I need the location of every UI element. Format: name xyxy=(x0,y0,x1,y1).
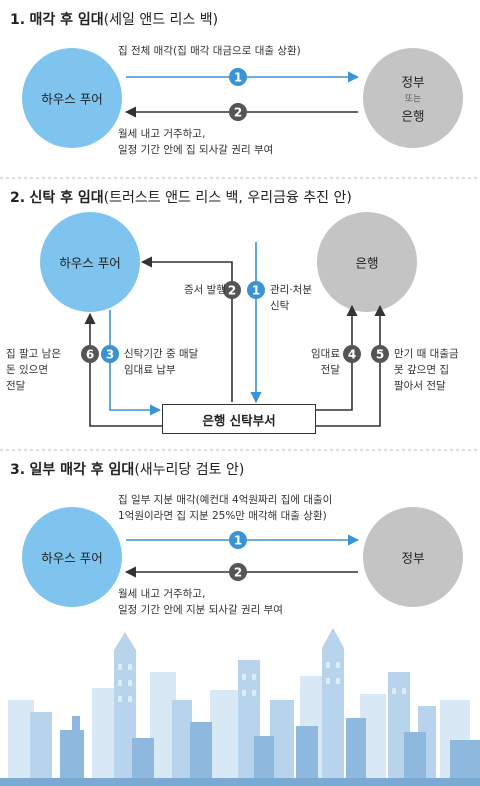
s1-title-bold: 매각 후 임대 xyxy=(29,12,104,28)
s1-gov-label: 정부 xyxy=(401,74,425,90)
s1-step-2-badge: 2 xyxy=(229,103,247,121)
s2-step-4-label-line2: 전달 xyxy=(320,364,340,376)
s2-bank-label: 은행 xyxy=(355,255,379,271)
s2-step-4-label-line1: 임대료 xyxy=(311,348,340,360)
s2-step-5-label-line1: 만기 때 대출금 xyxy=(394,348,459,360)
svg-text:2: 2 xyxy=(234,566,242,580)
s2-step-4-badge: 4 xyxy=(343,345,361,363)
svg-text:4: 4 xyxy=(348,348,356,362)
svg-text:3: 3 xyxy=(106,348,114,362)
s3-step-1-label-line1: 집 일부 지분 매각(예컨대 4억원짜리 집에 대출이 xyxy=(118,494,333,506)
s1-house-poor-node xyxy=(22,48,122,148)
s3-step-2-badge: 2 xyxy=(229,563,247,581)
s2-trust-department-box: 은행 신탁부서 xyxy=(162,404,316,434)
s3-title: 3. 일부 매각 후 임대(새누리당 검토 안) xyxy=(10,462,244,480)
s2-step-1-label-line1: 관리·처분 xyxy=(270,284,312,296)
svg-text:1: 1 xyxy=(234,71,242,85)
s2-step-5-label-line3: 팔아서 전달 xyxy=(394,380,446,392)
s1-or-label: 또는 xyxy=(404,94,422,105)
s1-gov-bank-node xyxy=(363,48,463,148)
s2-arrow-3 xyxy=(109,310,162,416)
s3-title-number: 3. xyxy=(10,462,26,478)
s1-title: 1. 매각 후 임대(세일 앤드 리스 백) xyxy=(10,12,218,30)
s3-title-bold: 일부 매각 후 임대 xyxy=(29,462,135,478)
svg-text:6: 6 xyxy=(86,348,94,362)
svg-text:1: 1 xyxy=(252,284,260,298)
s2-step-5-label-line2: 못 갚으면 집 xyxy=(394,364,449,376)
s2-step-3-label-line1: 신탁기간 중 매달 xyxy=(124,348,199,360)
s3-step-2-label-line2: 일정 기간 안에 지분 되사갈 권리 부여 xyxy=(118,604,283,616)
s2-arrow-2 xyxy=(140,256,233,402)
s2-title: 2. 신탁 후 임대(트러스트 앤드 리스 백, 우리금융 추진 안) xyxy=(10,190,352,208)
s1-step-1-badge: 1 xyxy=(229,68,247,86)
s2-step-2-badge: 2 xyxy=(223,281,241,299)
s3-step-2-label-line1: 월세 내고 거주하고, xyxy=(118,588,206,600)
s2-step-2-label: 증서 발행 xyxy=(184,284,226,296)
city-skyline-illustration xyxy=(0,628,480,786)
s3-title-paren: (새누리당 검토 안) xyxy=(134,462,245,478)
s2-title-number: 2. xyxy=(10,190,26,206)
s2-house-poor-node xyxy=(40,212,140,312)
s3-step-1-label-line2: 1억원이라면 집 지분 25%만 매각해 대출 상환) xyxy=(118,510,327,522)
s2-title-bold: 신탁 후 임대 xyxy=(29,190,104,206)
s3-gov-node xyxy=(363,507,463,607)
s2-step-5-badge: 5 xyxy=(371,345,389,363)
s1-step-2-label-line1: 월세 내고 거주하고, xyxy=(118,128,206,140)
s1-step-1-label: 집 전체 매각(집 매각 대금으로 대출 상환) xyxy=(118,45,301,57)
svg-text:2: 2 xyxy=(228,284,236,298)
s2-arrow-4 xyxy=(316,304,358,411)
svg-text:1: 1 xyxy=(234,534,242,548)
s3-house-poor-label: 하우스 푸어 xyxy=(41,550,103,566)
s2-step-3-badge: 3 xyxy=(101,345,119,363)
s2-title-paren: (트러스트 앤드 리스 백, 우리금융 추진 안) xyxy=(103,190,352,206)
s2-step-1-badge: 1 xyxy=(247,281,265,299)
s1-step-2-label-line2: 일정 기간 안에 집 되사갈 권리 부여 xyxy=(118,144,274,156)
svg-text:5: 5 xyxy=(376,348,384,362)
s3-house-poor-node xyxy=(22,507,122,607)
s2-step-1-label-line2: 신탁 xyxy=(270,300,290,312)
s2-step-6-label-line3: 전달 xyxy=(6,380,26,392)
s1-bank-label: 은행 xyxy=(401,108,425,124)
s2-step-6-label-line1: 집 팔고 남은 xyxy=(6,348,61,360)
s1-title-paren: (세일 앤드 리스 백) xyxy=(103,12,219,28)
s2-step-6-badge: 6 xyxy=(81,345,99,363)
s3-step-1-badge: 1 xyxy=(229,531,247,549)
s1-title-number: 1. xyxy=(10,12,26,28)
svg-text:2: 2 xyxy=(234,106,242,120)
s2-step-6-label-line2: 돈 있으면 xyxy=(6,364,48,376)
s2-house-poor-label: 하우스 푸어 xyxy=(59,255,121,271)
s2-step-3-label-line2: 임대료 납부 xyxy=(124,364,176,376)
s2-bank-node xyxy=(317,212,417,312)
s1-gov-bank-label: 정부 또는 은행 xyxy=(401,72,424,125)
s1-house-poor-label: 하우스 푸어 xyxy=(41,91,103,107)
s3-gov-label: 정부 xyxy=(401,550,425,566)
s2-trust-department-label: 은행 신탁부서 xyxy=(202,412,276,428)
